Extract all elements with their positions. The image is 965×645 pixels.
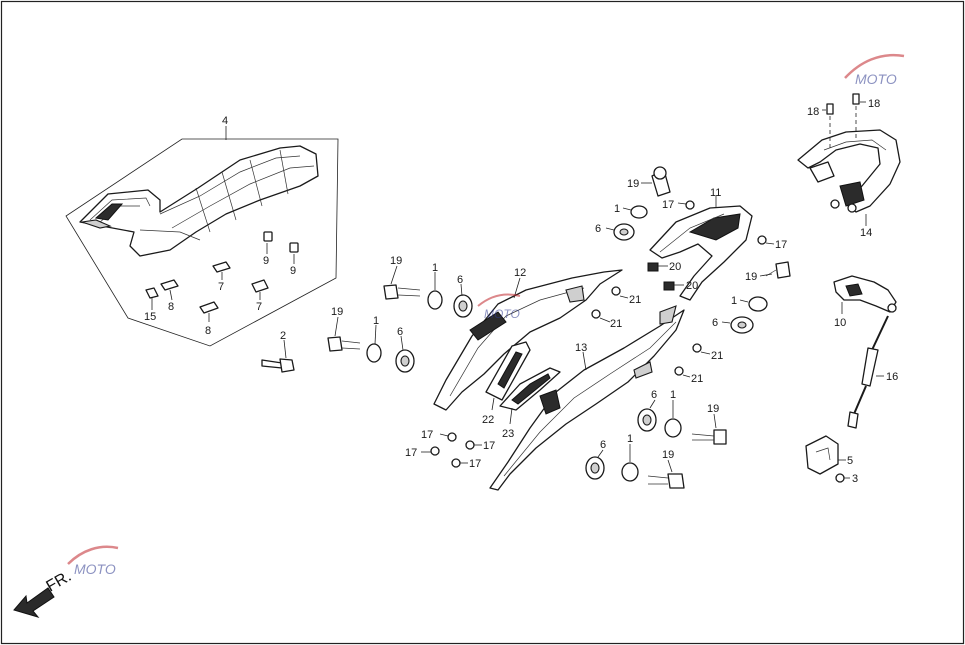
callout-19d: 19: [745, 271, 757, 283]
bracket-23-icon: 23: [499, 367, 561, 440]
callout-21c: 21: [711, 350, 723, 362]
clips-20-group: 20 20: [647, 261, 698, 292]
callout-18a: 18: [807, 106, 819, 118]
callout-22: 22: [482, 414, 494, 426]
mount-stack-top: 19 1 6 17: [595, 166, 695, 241]
screw-3-icon: 3: [835, 473, 858, 485]
callout-1f: 1: [627, 433, 633, 445]
rear-cowl-11-icon: 11: [649, 187, 753, 301]
cable-16-icon: 16: [847, 315, 898, 429]
watermark-text-3: MOTO: [484, 307, 520, 321]
callout-9b: 9: [290, 265, 296, 277]
mount-stack-right: 17 19 1 6: [712, 235, 791, 334]
screws-18-group: 18 18: [807, 93, 880, 118]
callout-6c: 6: [595, 223, 601, 235]
side-cover-12-icon: 12: [433, 267, 623, 411]
callout-20a: 20: [669, 261, 681, 273]
callout-17b: 17: [483, 440, 495, 452]
mount-stack-bottom-a: 6 1 19: [637, 389, 727, 445]
callout-6f: 6: [600, 439, 606, 451]
callout-7a: 7: [218, 281, 224, 293]
callout-17e: 17: [662, 199, 674, 211]
screws-17-group: 17 17 17 17: [405, 429, 495, 470]
callout-15: 15: [144, 311, 156, 323]
callout-20b: 20: [686, 280, 698, 292]
callout-6d: 6: [712, 317, 718, 329]
callout-17c: 17: [405, 447, 417, 459]
seat-group: 4 9 9 7 7 8 8 15: [65, 115, 339, 347]
callout-8b: 8: [205, 325, 211, 337]
callout-19b: 19: [331, 306, 343, 318]
callout-2: 2: [280, 330, 286, 342]
callout-11: 11: [710, 187, 721, 199]
front-direction-arrow: FR.: [13, 568, 74, 618]
callout-21d: 21: [691, 373, 703, 385]
watermark-logo-3: MOTO: [477, 293, 521, 321]
callout-21a: 21: [629, 294, 641, 306]
callout-7b: 7: [256, 301, 262, 313]
seat-enclosure: [65, 138, 339, 347]
callout-1e: 1: [670, 389, 676, 401]
callout-19a: 19: [390, 255, 402, 267]
callout-12: 12: [514, 267, 526, 279]
side-cover-13-icon: 13: [489, 305, 685, 491]
callout-6e: 6: [651, 389, 657, 401]
callout-19f: 19: [662, 449, 674, 461]
bolt-2-icon: 2: [261, 330, 295, 373]
watermark-text-2: MOTO: [74, 561, 116, 577]
callout-1d: 1: [731, 295, 737, 307]
callout-14: 14: [860, 227, 872, 239]
arrow-icon: [13, 587, 55, 618]
callout-4: 4: [222, 115, 228, 127]
bracket-5-icon: 5: [805, 435, 853, 475]
callout-1c: 1: [614, 203, 620, 215]
grab-rail-14-icon: 14: [797, 106, 901, 239]
callout-6b: 6: [397, 326, 403, 338]
watermark-logo: MOTO: [844, 53, 905, 87]
callout-17d: 17: [469, 458, 481, 470]
callout-17a: 17: [421, 429, 433, 441]
callout-8a: 8: [168, 301, 174, 313]
callout-17f: 17: [775, 239, 787, 251]
seat-icon: [79, 145, 319, 257]
bracket-22-icon: 22: [482, 341, 531, 426]
callout-18b: 18: [868, 98, 880, 110]
callout-6a: 6: [457, 274, 463, 286]
watermark-logo-2: MOTO: [67, 545, 119, 577]
watermark-text: MOTO: [855, 71, 897, 87]
callout-13: 13: [575, 342, 587, 354]
mount-stack-lower: 19 1 6: [327, 306, 415, 373]
mount-stack-upper: 19 1 6: [383, 255, 473, 318]
callout-1a: 1: [432, 262, 438, 274]
callout-3: 3: [852, 473, 858, 485]
callout-19e: 19: [707, 403, 719, 415]
callout-21b: 21: [610, 318, 622, 330]
callout-23: 23: [502, 428, 514, 440]
seat-lock-10-icon: 10: [833, 275, 897, 329]
callout-1b: 1: [373, 315, 379, 327]
mount-stack-bottom-b: 6 1 19: [585, 433, 685, 489]
callout-10: 10: [834, 317, 846, 329]
callout-16: 16: [886, 371, 898, 383]
callout-19c: 19: [627, 178, 639, 190]
rubber-bush-icon: [263, 231, 299, 253]
callout-5: 5: [847, 455, 853, 467]
seat-stopper-icon: [145, 261, 269, 314]
screws-21-group: 21 21 21 21: [591, 286, 723, 385]
callout-9a: 9: [263, 255, 269, 267]
